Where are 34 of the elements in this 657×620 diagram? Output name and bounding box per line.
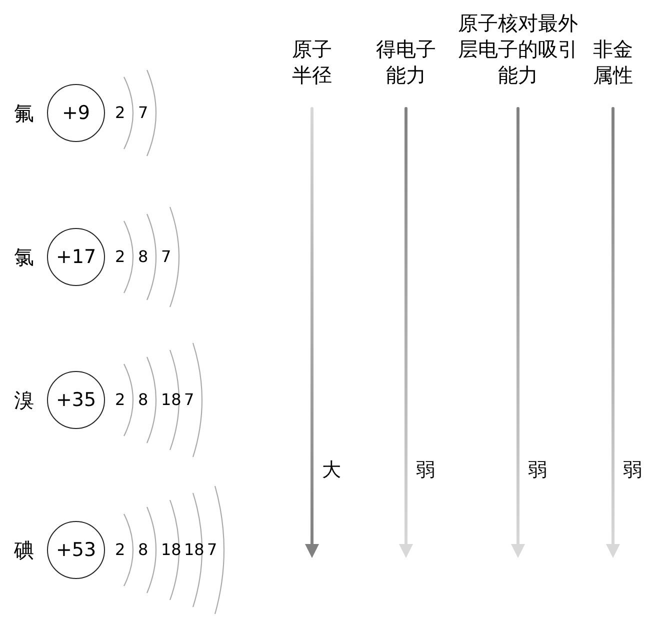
element-name: 氯 <box>14 245 34 269</box>
nucleus-circle <box>47 228 105 286</box>
trend-label: 大 <box>322 458 341 482</box>
electron-count: 18 <box>161 540 182 560</box>
electron-count: 7 <box>161 247 172 267</box>
electron-count: 7 <box>207 540 218 560</box>
electron-count: 8 <box>138 247 148 267</box>
trend-label: 弱 <box>416 458 435 482</box>
trend-label: 弱 <box>623 458 642 482</box>
nucleus-circle <box>47 521 105 579</box>
element-name: 氟 <box>14 101 34 125</box>
nuclear-charge: +53 <box>56 539 96 561</box>
column-heading: 原子核对最外层电子的吸引能力 <box>457 10 579 88</box>
element-name: 碘 <box>14 538 34 562</box>
electron-count: 8 <box>138 540 148 560</box>
electron-count: 18 <box>161 390 182 410</box>
electron-count: 8 <box>138 390 148 410</box>
column-heading: 原子半径 <box>291 36 333 88</box>
nucleus-circle <box>47 371 105 429</box>
electron-count: 2 <box>115 540 126 560</box>
nuclear-charge: +17 <box>56 246 96 268</box>
electron-count: 2 <box>115 247 126 267</box>
nuclear-charge: +35 <box>56 389 96 411</box>
element-name: 溴 <box>14 388 34 412</box>
column-heading: 得电子能力 <box>375 36 437 88</box>
electron-count: 7 <box>184 390 194 410</box>
nuclear-charge: +9 <box>62 102 90 124</box>
column-heading: 非金属性 <box>592 36 634 88</box>
trend-label: 弱 <box>528 458 547 482</box>
nucleus-circle <box>47 84 105 142</box>
electron-count: 2 <box>115 103 126 123</box>
electron-count: 18 <box>184 540 204 560</box>
electron-count: 7 <box>138 103 148 123</box>
electron-count: 2 <box>115 390 126 410</box>
